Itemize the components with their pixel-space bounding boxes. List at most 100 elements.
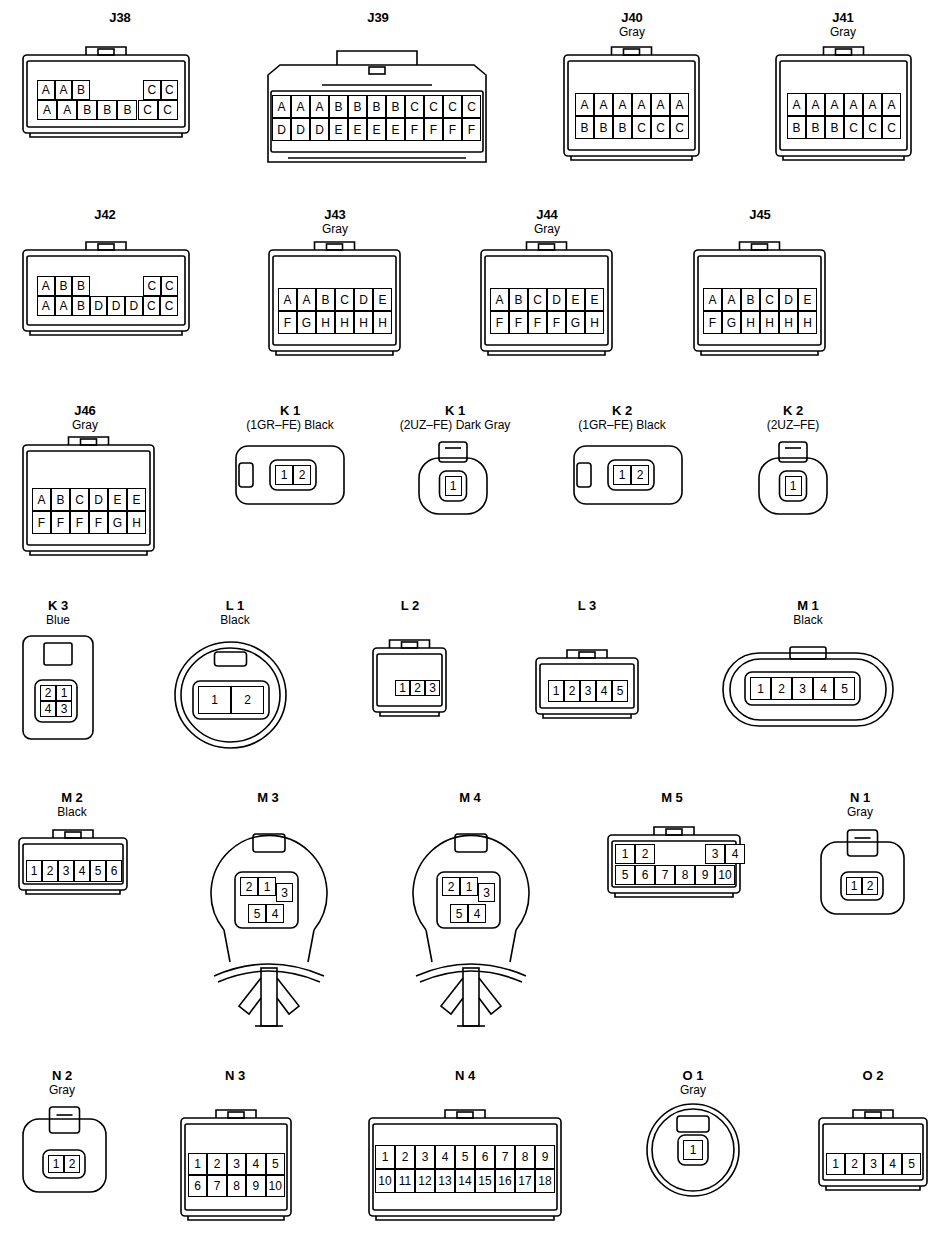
connector-face: O 1Gray1: [645, 1102, 741, 1198]
pin-cavity: B: [386, 95, 405, 118]
pin-cavity: C: [160, 296, 178, 316]
connector-note: Gray: [830, 25, 856, 40]
pin-label: B: [830, 122, 838, 134]
pin-label: 3: [870, 1158, 877, 1170]
pin-cavity: 3: [425, 680, 440, 696]
pin-cavity: F: [528, 311, 547, 334]
pin-label: 8: [682, 869, 689, 881]
connector-note: (2UZ–FE): [767, 418, 820, 433]
pin-cavity: C: [760, 288, 779, 311]
pin-label: H: [340, 317, 349, 329]
pin-label: B: [391, 101, 399, 113]
pin-label: B: [77, 280, 85, 292]
pin-label: B: [372, 101, 380, 113]
pin-label: 1: [851, 880, 858, 892]
pin-label: 1: [264, 881, 271, 893]
pin-label: 2: [69, 1158, 76, 1170]
pin-cavity: B: [77, 100, 97, 120]
pin-cavity: A: [37, 80, 55, 100]
pin-cavity: H: [373, 311, 392, 334]
pin-label: H: [359, 317, 368, 329]
pin-label: 3: [61, 703, 68, 715]
pin-label: 7: [214, 1180, 221, 1192]
pin-label: C: [143, 104, 152, 116]
pin-cavity: A: [863, 93, 882, 116]
pin-label: A: [283, 294, 291, 306]
pin-cavity: C: [335, 288, 354, 311]
pin-label: 11: [399, 1175, 411, 1187]
pin-label: A: [315, 101, 323, 113]
pin-cavity: C: [632, 116, 651, 139]
connector-face: K 1(1GR–FE) Black12: [235, 445, 345, 505]
pin-label: F: [515, 317, 522, 329]
pin-label: 1: [382, 1151, 389, 1163]
connector-housing: [22, 1105, 107, 1193]
pin-label: 2: [47, 865, 54, 877]
pin-label: F: [95, 517, 102, 529]
connector-face: K 3Blue2143: [22, 635, 94, 740]
pin-label: D: [94, 300, 103, 312]
pin-cavity: B: [329, 95, 348, 118]
pin-cavity: 2: [40, 685, 56, 701]
pin-label: B: [83, 104, 91, 116]
pin-cavity: 3: [864, 1153, 883, 1175]
pin-cavity: A: [37, 276, 55, 296]
pin-label: F: [76, 517, 83, 529]
pin-label: F: [468, 124, 475, 136]
connector-face: J44GrayABCDEEFFFFGH: [480, 240, 613, 355]
connector-code: J41: [832, 10, 854, 25]
pin-label: 4: [820, 683, 827, 695]
connector-code: J42: [94, 207, 116, 222]
pin-cavity: 2: [442, 877, 460, 896]
pin-cavity: 7: [495, 1145, 515, 1169]
connector-code: J38: [109, 10, 131, 25]
pin-cavity: H: [316, 311, 335, 334]
connector-note: Blue: [46, 613, 70, 628]
pin-cavity: 5: [90, 860, 106, 882]
pin-label: A: [887, 99, 895, 111]
pin-label: F: [709, 317, 716, 329]
pin-label: 9: [702, 869, 709, 881]
pin-cavity: C: [651, 116, 670, 139]
pin-label: C: [340, 294, 349, 306]
pin-cavity: E: [566, 288, 585, 311]
pin-label: 5: [462, 1151, 469, 1163]
pin-label: 1: [450, 480, 457, 492]
pin-cavity: B: [72, 296, 90, 316]
pin-cavity: 2: [635, 844, 655, 864]
pin-cavity: D: [125, 296, 143, 316]
connector-code: L 2: [401, 598, 420, 613]
pin-cavity: 4: [266, 904, 284, 923]
connector-code: L 1: [226, 598, 245, 613]
pin-label: A: [868, 99, 876, 111]
pin-cavity: 8: [675, 865, 695, 885]
pin-label: 6: [482, 1151, 489, 1163]
pin-cavity: F: [278, 311, 297, 334]
pin-label: C: [849, 122, 858, 134]
pin-cavity: 2: [240, 877, 258, 896]
pin-cavity: E: [585, 288, 604, 311]
pin-cavity: D: [90, 296, 108, 316]
pin-label: B: [514, 294, 522, 306]
pin-cavity: B: [55, 276, 73, 296]
pin-cavity: E: [373, 288, 392, 311]
pin-cavity: F: [462, 118, 481, 141]
pin-label: B: [618, 122, 626, 134]
connector-code: J44: [536, 207, 558, 222]
pin-label: B: [334, 101, 342, 113]
pin-label: 5: [622, 869, 629, 881]
pin-label: A: [580, 99, 588, 111]
connector-face: O 212345: [818, 1108, 928, 1190]
pin-cavity: E: [386, 118, 405, 141]
pin-cavity: C: [528, 288, 547, 311]
pin-cavity: E: [367, 118, 386, 141]
pin-cavity: 2: [631, 465, 649, 485]
connector-note: Black: [220, 613, 249, 628]
pin-cavity: 8: [227, 1175, 246, 1197]
pin-label: 7: [502, 1151, 509, 1163]
pin-cavity: 8: [515, 1145, 535, 1169]
pin-label: D: [112, 300, 121, 312]
pin-cavity: G: [108, 511, 127, 534]
pin-cavity: 5: [612, 680, 628, 702]
pin-cavity: D: [272, 118, 291, 141]
